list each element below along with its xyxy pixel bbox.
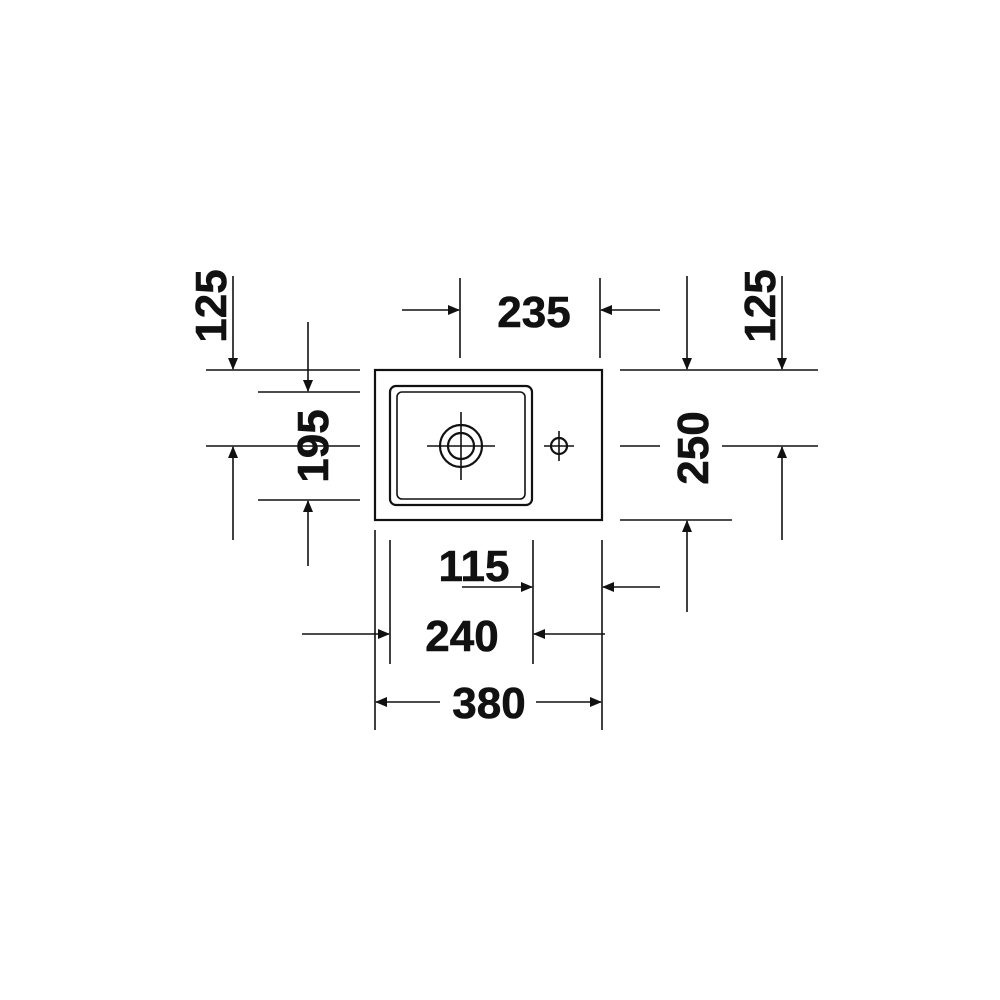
dim-label-top-right-offset: 125 xyxy=(736,269,785,342)
sink-bowl-outer xyxy=(388,384,534,507)
dim-label-right-height: 250 xyxy=(669,411,718,484)
dim-label-inner-offset: 115 xyxy=(439,542,510,591)
tap-hole-icon xyxy=(544,431,574,461)
dimension-arrows xyxy=(228,276,787,707)
sink-bowl-inner xyxy=(396,391,526,500)
dimension-labels: 235 125 195 125 250 115 240 380 xyxy=(187,269,786,728)
sink-body xyxy=(373,368,604,522)
dim-label-overall-width: 380 xyxy=(452,679,525,728)
dim-label-bowl-width: 240 xyxy=(425,612,498,661)
dim-label-left-height: 195 xyxy=(289,409,338,482)
sink-outer-outline xyxy=(373,368,604,522)
drain-icon xyxy=(427,412,495,480)
dim-label-top-left-offset: 125 xyxy=(187,269,236,342)
dim-label-top-width: 235 xyxy=(497,288,570,337)
